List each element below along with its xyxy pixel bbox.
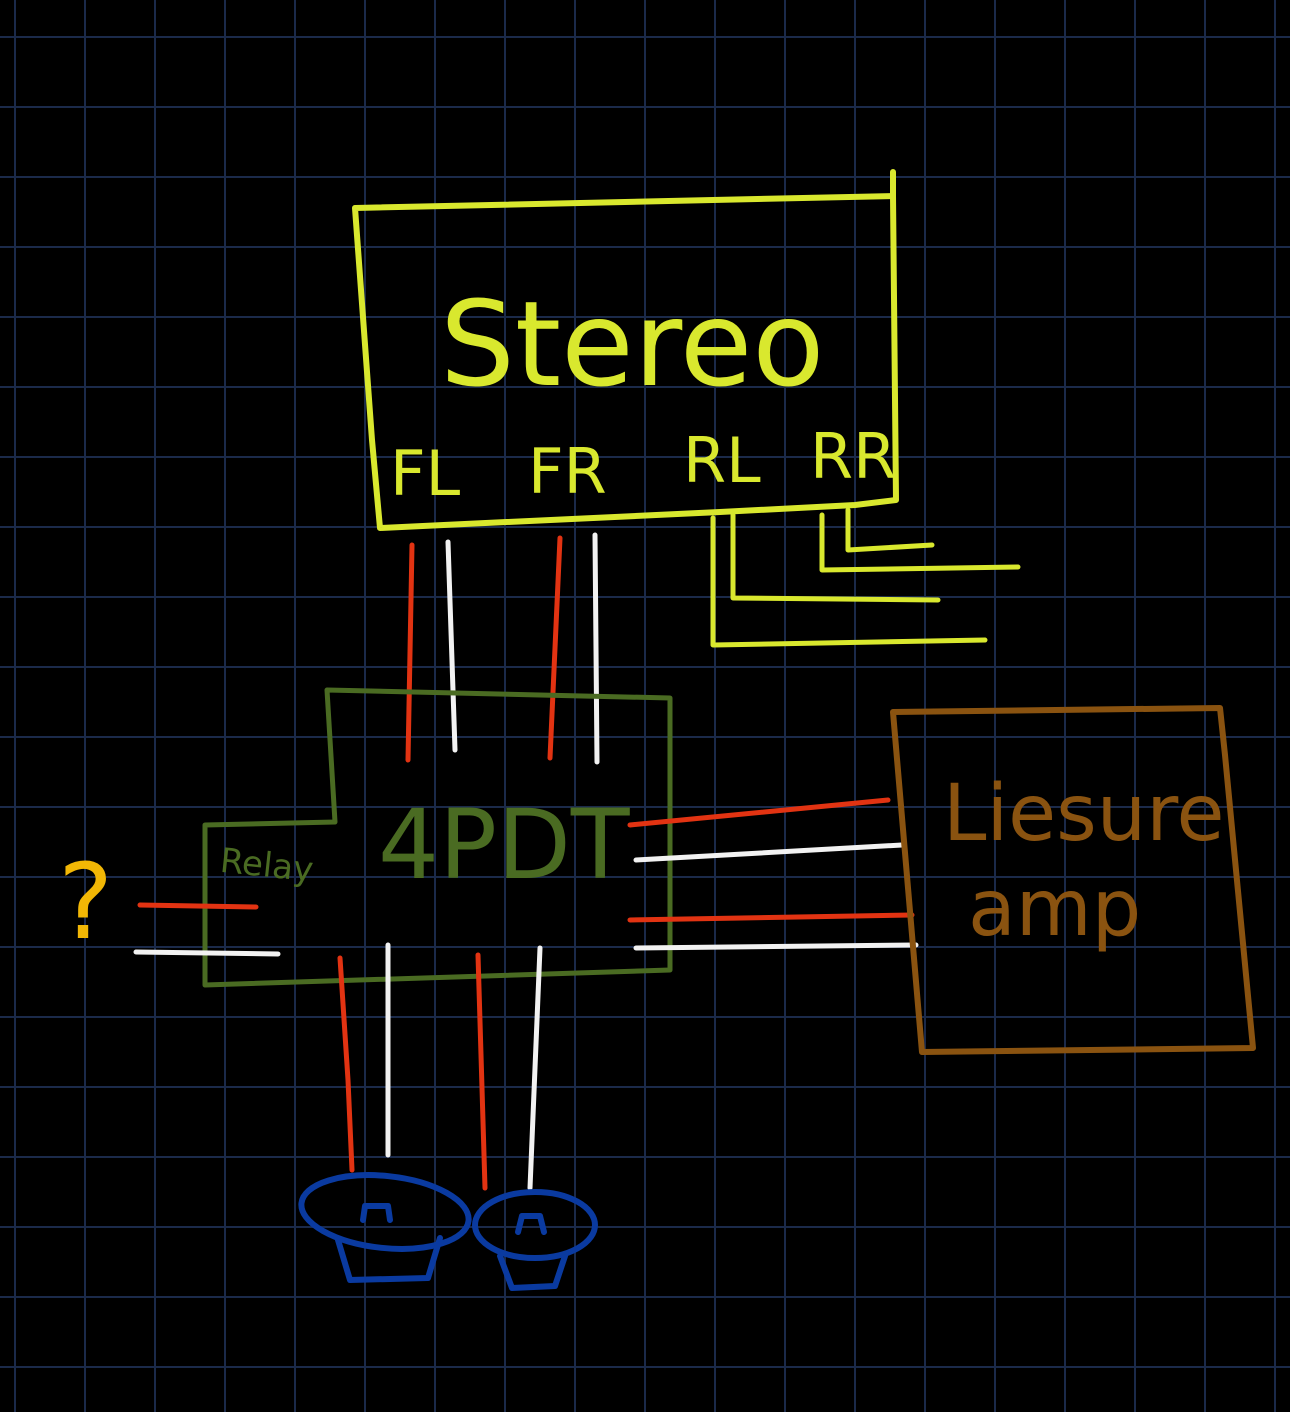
switch-title: 4PDT (378, 789, 630, 901)
amp-title-line2: amp (968, 864, 1141, 954)
rear-output-wire (730, 512, 941, 603)
stereo-title: Stereo (440, 275, 824, 413)
fr-negative-wire (592, 532, 600, 765)
speaker-icon (472, 1189, 598, 1291)
unknown-source: ? (58, 841, 281, 963)
relay-label: Relay (218, 841, 315, 891)
speaker-cone (298, 1172, 472, 1252)
amp-negative-wire (633, 942, 919, 951)
stereo-channel-rl: RL (683, 424, 761, 497)
fr-positive-wire (547, 535, 563, 761)
stereo-channel-rr: RR (810, 420, 896, 493)
speaker-base (497, 1253, 568, 1291)
amp-input-wires (627, 797, 919, 951)
amp-positive-wire (627, 912, 915, 923)
trigger-positive-wire (137, 902, 259, 910)
question-mark-icon: ? (58, 841, 113, 963)
stereo-unit: Stereo FL FR RL RR (352, 169, 899, 531)
rear-output-wire (710, 515, 988, 648)
amp-positive-wire (627, 797, 891, 828)
stereo-channel-fl: FL (390, 437, 461, 510)
speaker-right-negative-wire (527, 945, 543, 1191)
speaker-left-positive-wire (337, 955, 355, 1173)
amp-title-line1: Liesure (943, 769, 1225, 859)
fl-positive-wire (405, 542, 415, 763)
speaker-base (335, 1235, 443, 1283)
speaker-right-positive-wire (475, 952, 488, 1191)
rear-output-wire (819, 512, 1021, 573)
switch-box (202, 687, 673, 988)
trigger-negative-wire (133, 949, 281, 957)
stereo-box (352, 169, 899, 531)
amp-box (890, 705, 1256, 1055)
relay-switch: 4PDT Relay (202, 687, 673, 988)
front-input-wires (405, 532, 600, 765)
stereo-channel-fr: FR (528, 435, 607, 508)
amp-negative-wire (633, 842, 905, 863)
speaker-dust-cap (515, 1213, 547, 1235)
rear-outputs (710, 507, 1021, 648)
amp-unit: Liesure amp (890, 705, 1256, 1055)
speaker-dust-cap (360, 1203, 393, 1223)
fl-negative-wire (445, 539, 458, 753)
speaker-cone (472, 1189, 598, 1261)
speaker-icon (298, 1172, 472, 1283)
rear-output-wire (845, 507, 935, 553)
speaker-wires (337, 942, 543, 1191)
